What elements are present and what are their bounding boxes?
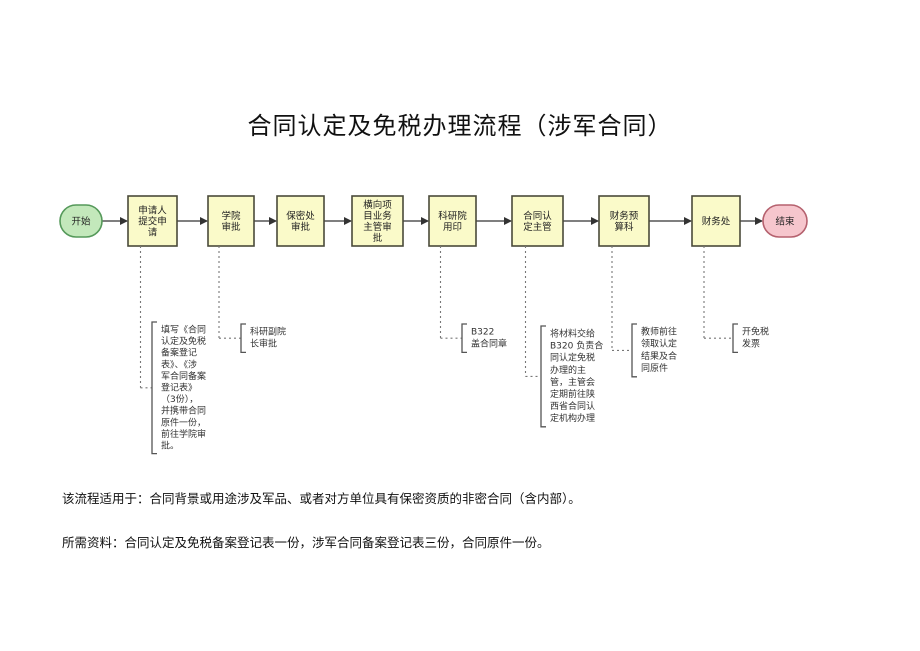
step-label-line: 用印 bbox=[443, 221, 462, 233]
note-line: 军合同备案 bbox=[161, 370, 206, 382]
note-line: 前往学院审 bbox=[161, 428, 206, 440]
note-line: 将材料交给 bbox=[550, 328, 595, 340]
note-line: 教师前往 bbox=[641, 326, 677, 338]
step-label-line: 提交申 bbox=[138, 216, 167, 228]
note-bracket bbox=[240, 323, 246, 354]
note-line: 开免税 bbox=[742, 326, 769, 338]
note-line: 办理的主 bbox=[550, 364, 586, 376]
note-bracket bbox=[631, 323, 637, 378]
note-line: B322 bbox=[471, 328, 494, 338]
note-line: 定期前往陕 bbox=[550, 388, 595, 400]
step-label-line: 批 bbox=[373, 232, 383, 244]
note-bracket bbox=[732, 323, 738, 354]
note-line: 结果及合 bbox=[641, 350, 677, 362]
start-node: 开始 bbox=[59, 204, 103, 238]
note-s1: 填写《合同认定及免税备案登记表》、《涉军合同备案登记表》（3份），并携带合同原件… bbox=[139, 246, 206, 455]
step-s8: 财务处 bbox=[691, 195, 741, 247]
note-line: 科研副院 bbox=[250, 326, 286, 338]
step-label-line: 算科 bbox=[614, 221, 634, 233]
note-line: （3份）， bbox=[161, 393, 198, 405]
step-label-line: 申请人 bbox=[138, 205, 167, 217]
note-line: 长审批 bbox=[250, 338, 277, 350]
step-label-line: 横向项 bbox=[363, 199, 392, 211]
note-line: 西省合同认 bbox=[550, 400, 595, 412]
note-bracket bbox=[151, 321, 157, 455]
step-label-line: 财务处 bbox=[702, 216, 731, 228]
note-line: 定机构办理 bbox=[550, 412, 595, 424]
note-line: B320 负责合 bbox=[550, 340, 603, 352]
end-label: 结束 bbox=[775, 216, 795, 228]
step-label-line: 审批 bbox=[221, 221, 241, 233]
note-line: 认定及免税 bbox=[161, 335, 206, 347]
note-line: 领取认定 bbox=[641, 338, 677, 350]
scope-note: 该流程适用于：合同背景或用途涉及军品、或者对方单位具有保密资质的非密合同（含内部… bbox=[62, 491, 581, 506]
step-label-line: 学院 bbox=[221, 210, 241, 222]
page-title: 合同认定及免税办理流程（涉军合同） bbox=[247, 112, 673, 140]
note-line: 填写《合同 bbox=[161, 324, 206, 336]
step-label-line: 审批 bbox=[291, 221, 311, 233]
start-label: 开始 bbox=[71, 216, 91, 228]
step-label-line: 合同认 bbox=[523, 210, 552, 222]
note-line: 管，主管会 bbox=[550, 376, 595, 388]
note-line: 批。 bbox=[161, 440, 179, 452]
step-label-line: 定主管 bbox=[523, 221, 552, 233]
step-label-line: 财务预 bbox=[610, 210, 639, 222]
note-line: 同认定免税 bbox=[550, 352, 595, 364]
note-line: 表》、《涉 bbox=[161, 358, 197, 370]
note-line: 备案登记 bbox=[161, 347, 197, 359]
step-label-line: 科研院 bbox=[438, 210, 467, 222]
note-line: 并携带合同 bbox=[161, 405, 206, 417]
note-bracket bbox=[461, 323, 467, 354]
step-label-line: 保密处 bbox=[286, 210, 315, 222]
step-label-line: 目业务 bbox=[363, 210, 392, 222]
note-line: 登记表》 bbox=[161, 382, 197, 394]
note-line: 原件一份， bbox=[161, 416, 206, 428]
note-bracket bbox=[540, 325, 546, 428]
note-line: 发票 bbox=[742, 338, 760, 350]
step-label-line: 请 bbox=[148, 227, 158, 239]
end-node: 结束 bbox=[762, 204, 808, 238]
step-label-line: 主管审 bbox=[363, 221, 392, 233]
note-line: 盖合同章 bbox=[471, 338, 507, 350]
materials-note: 所需资料：合同认定及免税备案登记表一份，涉军合同备案登记表三份，合同原件一份。 bbox=[62, 535, 550, 550]
note-line: 同原件 bbox=[641, 362, 668, 374]
